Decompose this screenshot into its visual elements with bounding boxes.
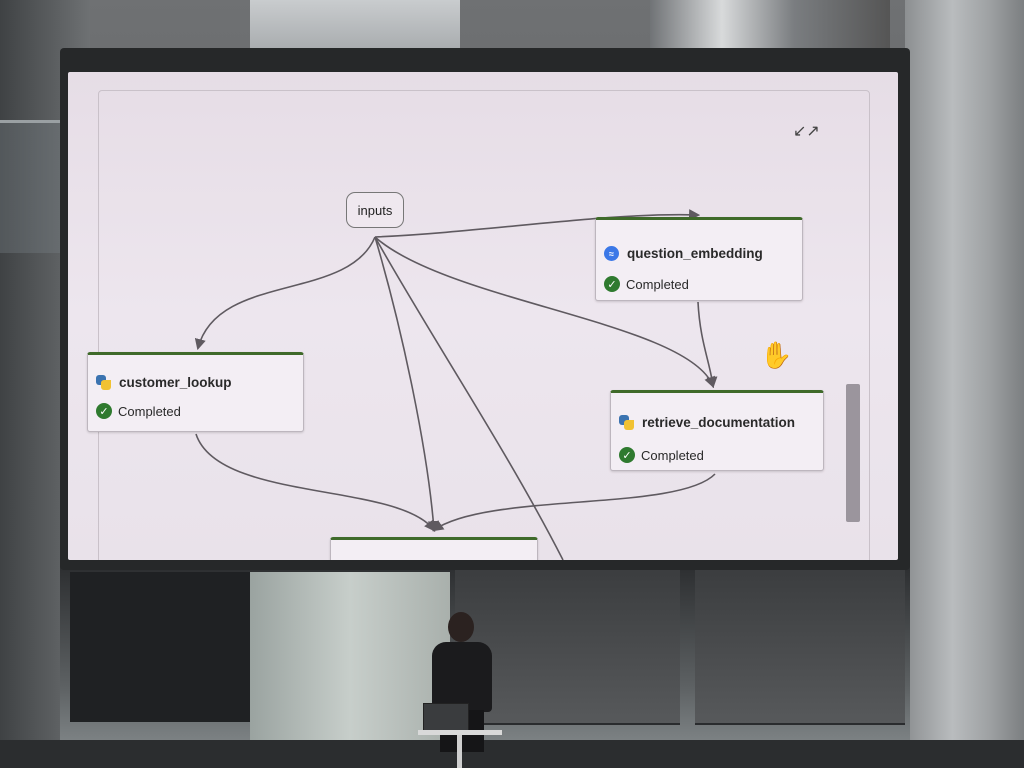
background-panel <box>70 572 250 722</box>
inputs-node[interactable]: inputs <box>346 192 404 228</box>
laptop <box>423 703 469 733</box>
edge-customer-lookup-bottom-node <box>195 433 436 532</box>
edge-inputs-retrieve-documentation <box>374 236 715 389</box>
background-glass <box>250 572 450 768</box>
edge-inputs-bottom-node-a <box>374 236 439 533</box>
edge-inputs-customer-lookup <box>194 236 376 351</box>
projection-screen: inputs ≈ question_embedding ✓ Completed … <box>68 72 898 560</box>
diagram-canvas <box>98 90 870 560</box>
edge-inputs-bottom-node-b <box>374 236 564 560</box>
background-floor <box>0 740 1024 768</box>
node-status: Completed <box>626 276 689 292</box>
python-icon <box>619 415 634 430</box>
embedding-icon: ≈ <box>604 246 619 261</box>
edge-inputs-question-embedding <box>374 209 701 238</box>
check-circle-icon: ✓ <box>619 447 635 463</box>
background-blind <box>695 568 905 725</box>
edge-retrieve-documentation-bottom-node <box>432 473 716 532</box>
inputs-node-label: inputs <box>357 202 393 218</box>
node-status: Completed <box>641 447 704 463</box>
check-circle-icon: ✓ <box>96 403 112 419</box>
edge-question-embedding-retrieve-documentation <box>697 301 718 389</box>
scrollbar[interactable] <box>846 384 860 522</box>
python-icon <box>96 375 111 390</box>
node-bottom-partial[interactable] <box>330 537 538 560</box>
node-customer-lookup[interactable]: customer_lookup ✓ Completed <box>87 352 304 432</box>
lectern-table <box>418 730 502 735</box>
background-pillar <box>905 0 1024 768</box>
node-title: customer_lookup <box>119 375 232 390</box>
node-retrieve-documentation[interactable]: retrieve_documentation ✓ Completed <box>610 390 824 471</box>
background-blind <box>455 568 680 725</box>
node-title: retrieve_documentation <box>642 415 796 430</box>
lectern-table-leg <box>457 735 462 768</box>
collapse-icon[interactable]: ↙↗ <box>793 123 820 140</box>
node-status: Completed <box>118 403 181 419</box>
diagram-edges <box>194 209 718 560</box>
hand-cursor-icon: ✋ <box>760 340 793 370</box>
node-question-embedding[interactable]: ≈ question_embedding ✓ Completed <box>595 217 803 301</box>
check-circle-icon: ✓ <box>604 276 620 292</box>
node-title: question_embedding <box>627 246 763 261</box>
